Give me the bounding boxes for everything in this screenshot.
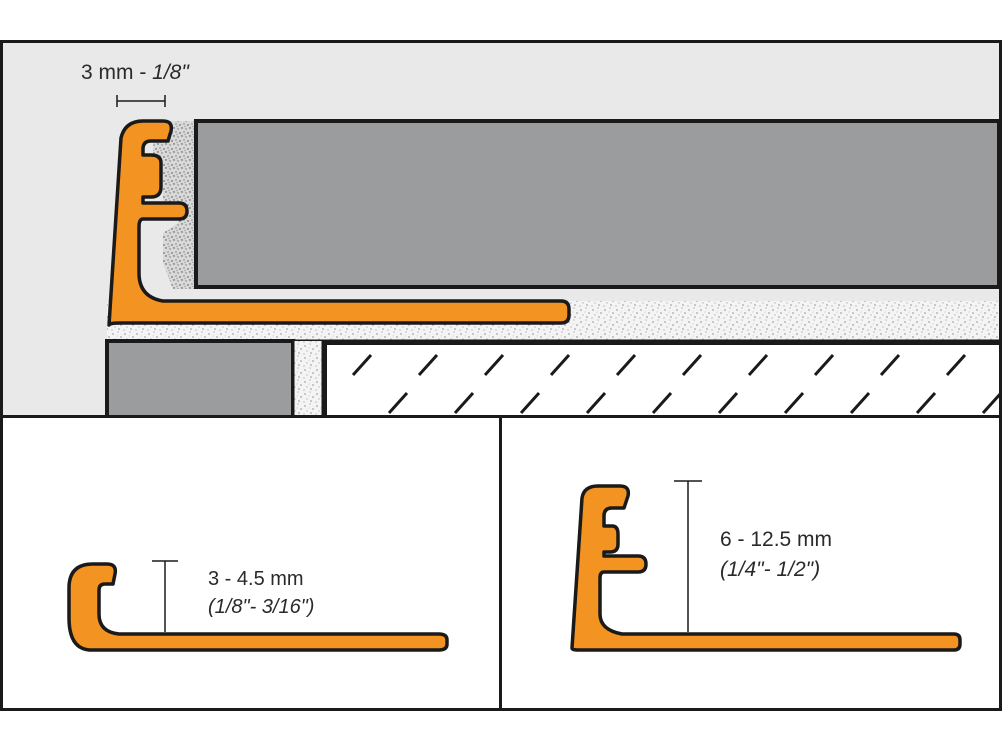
hatch-mark bbox=[981, 392, 999, 415]
large-height-dimension bbox=[674, 480, 702, 632]
joint-width-mm: 3 mm - bbox=[81, 61, 153, 84]
hatch-mark bbox=[453, 391, 475, 415]
large-height-mm: 6 - 12.5 mm bbox=[720, 528, 833, 551]
hatch-mark bbox=[519, 391, 541, 415]
hatch-mark bbox=[747, 353, 769, 377]
installation-cross-section: 3 mm - 1/8" bbox=[0, 40, 1002, 418]
large-height-in: (1/4"- 1/2") bbox=[720, 558, 821, 581]
hatch-mark bbox=[681, 353, 703, 377]
hatch-mark bbox=[585, 391, 607, 415]
hatch-mark bbox=[615, 353, 637, 377]
small-profile-drawing bbox=[67, 560, 449, 652]
cross-section-drawing bbox=[105, 95, 999, 415]
hatch-mark bbox=[915, 391, 937, 415]
hatch-mark bbox=[417, 353, 439, 377]
upper-tile bbox=[194, 119, 999, 289]
large-profile bbox=[570, 484, 962, 652]
substrate-joint bbox=[293, 341, 323, 415]
hatch-mark bbox=[651, 391, 673, 415]
hatch-mark bbox=[717, 391, 739, 415]
hatch-mark bbox=[813, 353, 835, 377]
small-height-in: (1/8"- 3/16") bbox=[208, 596, 315, 618]
hatch-mark bbox=[849, 391, 871, 415]
small-height-mm: 3 - 4.5 mm bbox=[208, 568, 304, 590]
edge-profile bbox=[107, 119, 571, 327]
hatch-mark bbox=[387, 391, 409, 415]
hatch-mark bbox=[783, 391, 805, 415]
joint-width-in: 1/8" bbox=[152, 61, 189, 84]
joint-width-dimension bbox=[116, 95, 166, 107]
small-height-dimension bbox=[152, 560, 178, 632]
substrate-block bbox=[105, 339, 295, 415]
small-profile-panel: 3 - 4.5 mm (1/8"- 3/16") bbox=[0, 415, 502, 711]
large-profile-panel: 6 - 12.5 mm (1/4"- 1/2") bbox=[499, 415, 1002, 711]
screed-hatching bbox=[351, 353, 999, 415]
hatch-mark bbox=[549, 353, 571, 377]
hatch-mark bbox=[351, 353, 373, 377]
hatch-mark bbox=[483, 353, 505, 377]
small-profile bbox=[67, 562, 449, 652]
hatch-mark bbox=[879, 353, 901, 377]
large-profile-drawing bbox=[570, 480, 962, 652]
joint-width-label: 3 mm - 1/8" bbox=[81, 61, 189, 85]
hatch-mark bbox=[945, 353, 967, 377]
